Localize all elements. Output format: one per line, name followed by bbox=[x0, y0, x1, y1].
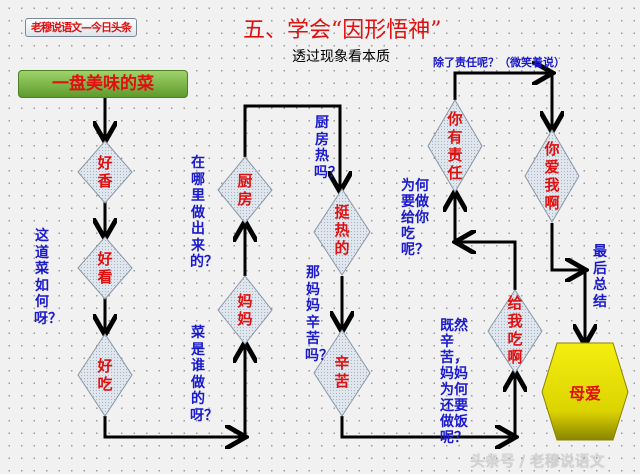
watermark: 头条号 / 老穆说语文 bbox=[470, 452, 605, 470]
question-9: 除了责任呢？（微笑着说） bbox=[433, 56, 565, 69]
diamond-tingre bbox=[313, 188, 371, 276]
diamond-haoxiang bbox=[77, 140, 133, 204]
author-badge: 老穆说语文—今日头条 bbox=[25, 18, 137, 37]
diamond-chufang bbox=[217, 156, 273, 224]
node-aiwo: 你爱我啊 bbox=[544, 140, 560, 212]
node-zeren: 你有责任 bbox=[447, 110, 463, 182]
question-7: 既然辛苦，妈妈为何还要做饭呢？ bbox=[440, 318, 468, 446]
node-haochi: 好吃 bbox=[97, 357, 113, 393]
end-node-label: 母爱 bbox=[568, 384, 602, 403]
start-node: 一盘美味的菜 bbox=[18, 70, 188, 98]
end-hexagon bbox=[541, 342, 629, 441]
question-5: 那妈妈辛苦吗？ bbox=[305, 265, 333, 364]
question-1: 这道菜如何呀？ bbox=[34, 228, 62, 327]
subtitle: 透过现象看本质 bbox=[292, 49, 390, 65]
diamond-zeren bbox=[427, 99, 483, 193]
node-haokan: 好看 bbox=[97, 250, 113, 286]
diamond-aiwo bbox=[524, 129, 580, 223]
node-xinku: 辛苦 bbox=[334, 354, 350, 390]
diamond-geiwochi bbox=[487, 289, 543, 374]
question-8: 最后总结 bbox=[593, 244, 607, 310]
page-title: 五、学会“因形悟神” bbox=[243, 18, 442, 43]
diamond-mama bbox=[217, 275, 273, 345]
diamond-xinku bbox=[313, 329, 371, 417]
node-chufang: 厨房 bbox=[237, 172, 253, 208]
diamond-haokan bbox=[77, 236, 133, 300]
node-geiwochi: 给我吃啊 bbox=[507, 294, 523, 366]
question-3: 菜是谁做的呀？ bbox=[190, 325, 218, 424]
node-haoxiang: 好香 bbox=[97, 154, 113, 190]
question-6: 为何要做给你吃呢？ bbox=[401, 178, 429, 258]
node-tingre: 挺热的 bbox=[334, 203, 350, 257]
question-4: 厨房热吗？ bbox=[314, 115, 342, 181]
node-mama: 妈妈 bbox=[237, 292, 253, 328]
diamond-haochi bbox=[77, 333, 133, 417]
question-2: 在哪里做出来的？ bbox=[190, 155, 218, 270]
